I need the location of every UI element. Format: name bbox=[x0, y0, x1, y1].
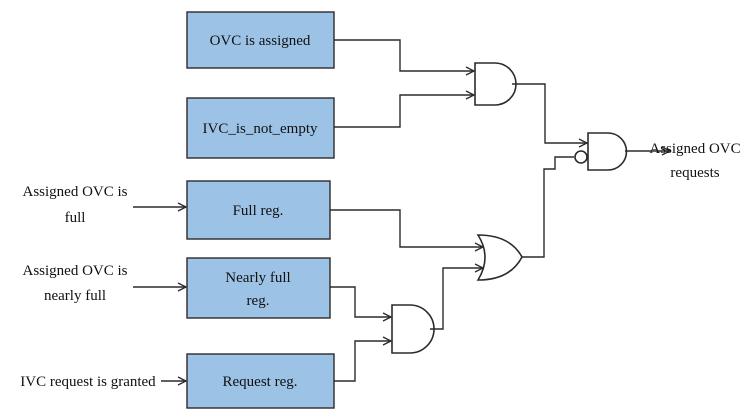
block-request-reg: Request reg. bbox=[186, 353, 335, 409]
block-nearly-full-reg-label-1: Nearly full bbox=[225, 270, 290, 286]
block-ovc-assigned: OVC is assigned bbox=[186, 11, 335, 69]
input-full-arrowhead bbox=[177, 202, 188, 212]
arrow-full-or bbox=[474, 242, 485, 252]
arrow-and-top-output bbox=[578, 138, 589, 148]
wire-full-to-or bbox=[330, 209, 483, 248]
or-gate bbox=[476, 234, 523, 281]
output-label-1: Assigned OVC bbox=[649, 141, 740, 157]
block-ovc-assigned-label: OVC is assigned bbox=[210, 33, 311, 49]
inverter-bubble bbox=[574, 150, 588, 164]
block-nearly-full-reg: Nearly full reg. bbox=[186, 257, 331, 319]
input-granted-arrowhead bbox=[177, 376, 188, 386]
wire-and-top-to-output bbox=[512, 83, 587, 144]
arrow-ivc-and bbox=[465, 90, 476, 100]
wire-ivc-to-and bbox=[334, 94, 474, 128]
block-full-reg-label: Full reg. bbox=[233, 203, 284, 219]
and-gate-bottom bbox=[391, 304, 435, 354]
block-nearly-full-reg-label-2: reg. bbox=[247, 293, 270, 309]
input-full-label-2: full bbox=[65, 210, 86, 226]
output-arrowhead bbox=[661, 146, 672, 156]
input-nearly-full-arrowhead bbox=[177, 282, 188, 292]
input-nearly-full-label-2: nearly full bbox=[44, 288, 106, 304]
arrow-and-bottom-or bbox=[474, 263, 485, 273]
block-full-reg: Full reg. bbox=[186, 180, 331, 240]
block-ivc-not-empty-label: IVC_is_not_empty bbox=[203, 121, 318, 137]
block-request-reg-label: Request reg. bbox=[223, 374, 298, 390]
block-ivc-not-empty: IVC_is_not_empty bbox=[186, 97, 335, 159]
wire-request-to-and bbox=[334, 340, 391, 382]
arrow-ovc-and bbox=[465, 66, 476, 76]
and-gate-top bbox=[474, 62, 517, 106]
input-granted-label: IVC request is granted bbox=[20, 374, 156, 390]
input-full-label-1: Assigned OVC is bbox=[22, 184, 127, 200]
wire-and-bottom-to-or bbox=[430, 267, 483, 330]
wire-nearly-full-to-and bbox=[330, 286, 391, 318]
wire-or-to-output bbox=[522, 156, 574, 258]
arrow-nearly-full-and bbox=[382, 312, 393, 322]
arrow-request-and bbox=[382, 336, 393, 346]
input-nearly-full-label-1: Assigned OVC is bbox=[22, 263, 127, 279]
wire-ovc-to-and bbox=[334, 39, 474, 72]
output-label-2: requests bbox=[670, 165, 719, 181]
and-gate-output bbox=[587, 132, 628, 171]
